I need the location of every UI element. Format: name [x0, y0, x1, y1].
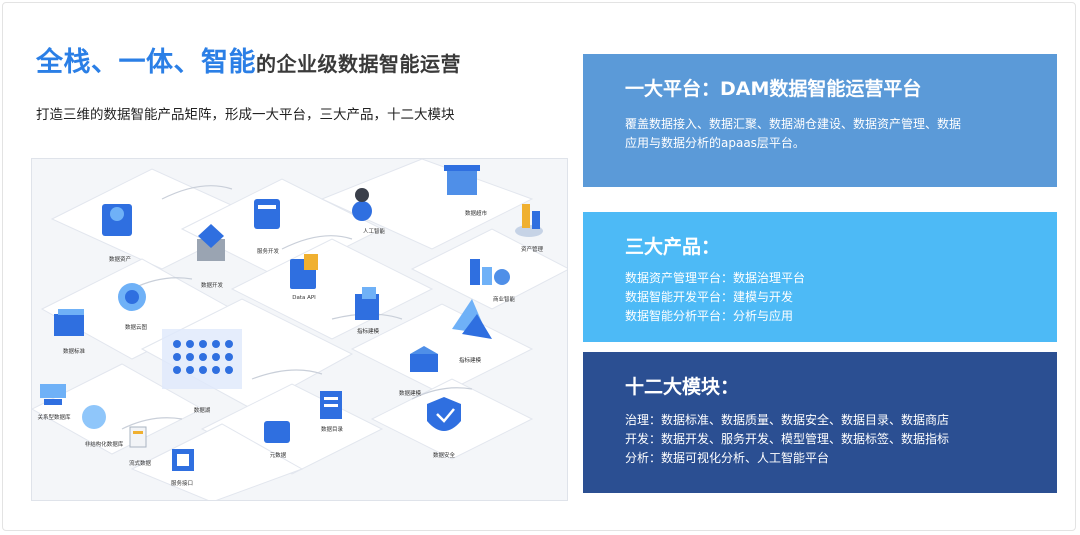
- diagram-label: 流式数据: [128, 461, 152, 467]
- diagram-label: 商业智能: [492, 297, 516, 303]
- isometric-product-diagram: 数据资产 数据开发 服务开发 人工智能 数据超市 资产管理 数据云图 Data …: [31, 158, 568, 501]
- headline: 全栈、一体、智能的企业级数据智能运营: [36, 40, 461, 79]
- data-catalog-icon: [320, 391, 342, 419]
- panel-title: 一大平台：DAM数据智能运营平台: [625, 78, 922, 100]
- diagram-label: 关系型数据库: [37, 415, 71, 421]
- flow-arrow: [121, 417, 183, 430]
- data-model-icon: [410, 346, 438, 372]
- headline-rest: 的企业级数据智能运营: [256, 52, 461, 76]
- unstructured-db-icon: [82, 405, 106, 429]
- diagram-label: 数据开发: [200, 283, 224, 289]
- diagram-label: 资产管理: [520, 247, 544, 253]
- platform-tile: [350, 303, 534, 395]
- headline-accent: 全栈、一体、智能: [36, 47, 256, 78]
- panel-title: 十二大模块：: [625, 376, 740, 398]
- panel-line: 覆盖数据接入、数据汇聚、数据湖仓建设、数据资产管理、数据: [625, 117, 962, 131]
- data-standard-icon: [54, 309, 84, 336]
- flow-arrow: [251, 369, 323, 380]
- diagram-label: 数据建模: [398, 391, 422, 397]
- data-market-icon: [444, 165, 480, 195]
- flow-arrow: [411, 387, 473, 400]
- asset-manage-icon: [515, 204, 543, 237]
- panel-line: 数据资产管理平台：数据治理平台: [625, 271, 806, 285]
- platform-tile: [130, 423, 304, 500]
- diagram-label: 数据资产: [108, 257, 132, 263]
- panel-line: 数据智能分析平台：分析与应用: [625, 309, 794, 323]
- subtitle: 打造三维的数据智能产品矩阵，形成一大平台，三大产品，十二大模块: [36, 107, 455, 123]
- data-asset-icon: [102, 204, 132, 236]
- panel-line: 治理：数据标准、数据质量、数据安全、数据目录、数据商店: [625, 413, 950, 427]
- service-interface-icon: [172, 449, 194, 471]
- platform-panel: 一大平台：DAM数据智能运营平台 覆盖数据接入、数据汇聚、数据湖仓建设、数据资产…: [583, 54, 1057, 187]
- diagram-label: 指标建模: [458, 358, 482, 364]
- data-lake-icon: [162, 329, 242, 389]
- panel-line: 应用与数据分析的apaas层平台。: [625, 136, 805, 150]
- diagram-label: 数据湖: [193, 408, 211, 414]
- diagram-label: 数据云图: [124, 325, 148, 331]
- diagram-label: 数据标准: [62, 349, 86, 355]
- panel-line: 分析：数据可视化分析、人工智能平台: [625, 451, 830, 465]
- platform-tile: [32, 363, 204, 455]
- metric-build-icon: [452, 299, 492, 339]
- flow-arrow: [161, 185, 233, 200]
- panel-line: 开发：数据开发、服务开发、模型管理、数据标签、数据指标: [625, 432, 950, 446]
- data-api-icon: [290, 254, 318, 289]
- diagram-illustration: [32, 159, 567, 500]
- stream-data-icon: [129, 426, 147, 448]
- business-intel-icon: [470, 259, 510, 285]
- metadata-icon: [264, 421, 290, 443]
- diagram-label: 服务接口: [170, 481, 194, 487]
- products-panel: 三大产品： 数据资产管理平台：数据治理平台 数据智能开发平台：建模与开发 数据智…: [583, 212, 1057, 342]
- data-cloud-icon: [118, 283, 146, 311]
- data-security-icon: [427, 397, 461, 431]
- service-dev-icon: [254, 199, 280, 229]
- flow-arrow: [281, 235, 353, 250]
- diagram-label: 数据目录: [320, 427, 344, 433]
- diagram-label: 元数据: [269, 453, 287, 459]
- panel-title: 三大产品：: [625, 236, 721, 258]
- diagram-label: 指标建模: [356, 329, 380, 335]
- diagram-label: 数据超市: [464, 211, 488, 217]
- diagram-label: 服务开发: [256, 249, 280, 255]
- relational-db-icon: [40, 384, 66, 405]
- platform-tile: [320, 159, 534, 250]
- data-dev-icon: [197, 224, 225, 261]
- ai-robot-icon: [352, 188, 372, 221]
- diagram-label: 数据安全: [432, 453, 456, 459]
- diagram-label: Data API: [292, 295, 316, 301]
- modules-panel: 十二大模块： 治理：数据标准、数据质量、数据安全、数据目录、数据商店 开发：数据…: [583, 352, 1057, 493]
- metric-model-icon: [355, 287, 379, 320]
- diagram-label: 非结构化数据库: [84, 442, 124, 448]
- platform-tile: [230, 238, 434, 340]
- diagram-label: 人工智能: [362, 229, 386, 235]
- panel-line: 数据智能开发平台：建模与开发: [625, 290, 794, 304]
